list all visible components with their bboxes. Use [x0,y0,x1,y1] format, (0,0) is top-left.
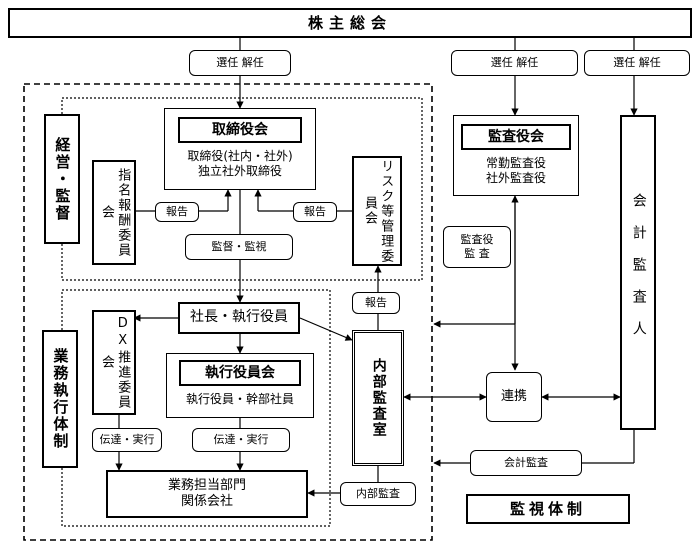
audit-board-title: 監査役会 [461,124,571,150]
election-dismissal-board: 選任 解任 [189,50,291,76]
auditor-audit-line-1: 監査役 [460,233,494,247]
report-label-risk: 報告 [293,202,337,222]
management-supervision-label: 経営・監督 [44,114,80,244]
report-label-internal-audit: 報告 [352,292,400,314]
audit-board: 監査役会 常勤監査役 社外監査役 [453,115,579,196]
relay-execution-label-left: 伝達・実行 [92,428,162,452]
supervision-monitoring-label: 監督・監視 [185,234,293,260]
standing-auditor: 常勤監査役 [485,156,546,170]
internal-audit-office: 内部監査室 [352,330,404,466]
risk-management-committee: リスク等管理委員会 [352,156,402,266]
relay-execution-label-mid: 伝達・実行 [192,428,290,452]
auditor-audit-label: 監査役 監 査 [443,226,511,268]
report-label-nomination: 報告 [155,202,199,222]
accounting-audit-label: 会計監査 [470,450,582,476]
president-executive-officers: 社長・執行役員 [178,302,300,334]
board-member-2: 独立社外取締役 [197,164,282,178]
board-member-1: 取締役(社内・社外) [187,149,293,163]
monitoring-system-label: 監視体制 [466,494,630,524]
business-departments: 業務担当部門 [167,477,246,493]
outside-auditor: 社外監査役 [485,171,546,185]
executive-committee-title: 執行役員会 [179,360,301,386]
executive-committee: 執行役員会 執行役員・幹部社員 [166,353,314,418]
auditor-audit-line-2: 監 査 [464,247,490,260]
affiliates: 関係会社 [180,494,233,509]
dx-promotion-committee: DX推進委員会 [92,310,136,415]
shareholders-meeting: 株主総会 [8,8,692,38]
business-execution-label: 業務執行体制 [42,330,78,468]
internal-audit-label: 内部監査 [340,482,416,506]
board-of-directors: 取締役会 取締役(社内・社外) 独立社外取締役 [164,108,316,190]
accounting-auditor: 会計監査人 [620,115,656,430]
nomination-compensation-committee: 指名報酬委員会 [92,160,136,265]
board-title: 取締役会 [178,117,302,143]
cooperation-label: 連携 [486,372,542,422]
election-dismissal-accounting-auditor: 選任 解任 [584,50,690,76]
executive-committee-members: 執行役員・幹部社員 [185,392,294,406]
business-departments-affiliates: 業務担当部門 関係会社 [106,470,308,518]
election-dismissal-auditors: 選任 解任 [451,50,578,76]
